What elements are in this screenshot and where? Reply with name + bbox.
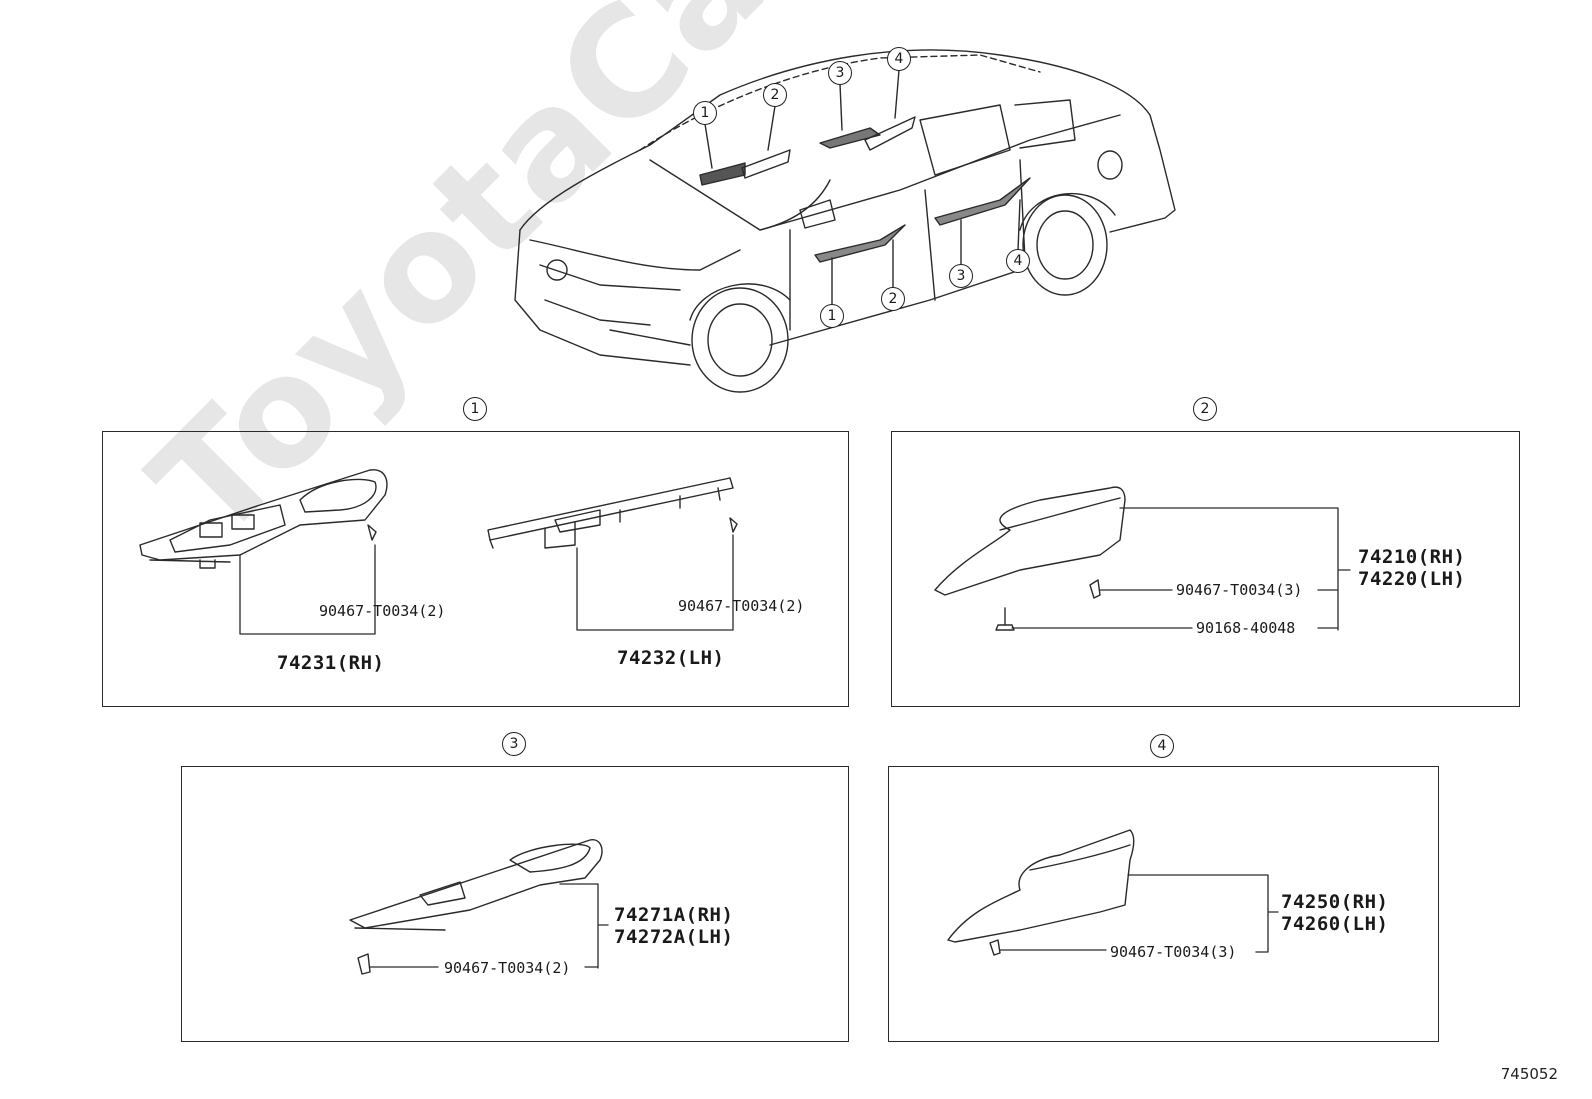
part-number: 74232(LH) — [617, 647, 725, 669]
armrest-front-lh-drawing — [487, 477, 738, 549]
clip-4-drawing — [989, 939, 1001, 956]
panel-2: 74210(RH) 74220(LH) 90467-T0034(3) 90168… — [891, 431, 1520, 707]
panel-1-label: 1 — [463, 397, 487, 421]
overview-callout-3-top: 3 — [828, 61, 852, 85]
panel-3-label: 3 — [502, 732, 526, 756]
panel-2-label: 2 — [1193, 397, 1217, 421]
part-number-rh: 74210(RH) — [1358, 546, 1466, 568]
clip-part-number: 90467-T0034(2) — [678, 597, 805, 615]
part-number-lh: 74260(LH) — [1281, 913, 1389, 935]
overview-callout-4-top: 4 — [887, 47, 911, 71]
armrest-rear-drawing — [349, 839, 603, 931]
overview-callout-2-bottom: 2 — [881, 287, 905, 311]
part-number: 74231(RH) — [277, 652, 385, 674]
part-number-rh: 74250(RH) — [1281, 891, 1389, 913]
leader-panel3 — [369, 883, 609, 969]
panel-3: 74271A(RH) 74272A(LH) 90467-T0034(2) — [181, 766, 849, 1042]
panel-1: 90467-T0034(2) 74231(RH) 90467-T0034(2) … — [102, 431, 849, 707]
leader-panel4 — [999, 874, 1279, 953]
leader-74231 — [239, 544, 376, 635]
clip-part-number: 90467-T0034(2) — [319, 602, 446, 620]
clip-2-drawing — [1089, 579, 1101, 599]
clip-part-number: 90467-T0034(3) — [1176, 581, 1303, 599]
leader-panel2 — [1011, 507, 1351, 631]
part-number-lh: 74220(LH) — [1358, 568, 1466, 590]
screw-2-drawing — [995, 607, 1015, 631]
door-trim-front-drawing — [934, 486, 1126, 596]
clip-3-drawing — [357, 953, 371, 975]
overview-callout-4-bottom: 4 — [1006, 249, 1030, 273]
clip-part-number: 90467-T0034(3) — [1110, 943, 1237, 961]
door-trim-rear-drawing — [947, 829, 1135, 943]
car-overview-illustration — [514, 49, 1176, 393]
panel-4: 74250(RH) 74260(LH) 90467-T0034(3) — [888, 766, 1439, 1042]
diagram-id: 745052 — [1500, 1065, 1558, 1083]
overview-callout-1-top: 1 — [693, 101, 717, 125]
part-number-rh: 74271A(RH) — [614, 904, 734, 926]
overview-callout-3-bottom: 3 — [949, 264, 973, 288]
leader-74232 — [576, 534, 734, 631]
part-number-lh: 74272A(LH) — [614, 926, 734, 948]
overview-callout-2-top: 2 — [763, 83, 787, 107]
overview-callout-1-bottom: 1 — [820, 304, 844, 328]
screw-part-number: 90168-40048 — [1196, 619, 1296, 637]
panel-4-label: 4 — [1150, 734, 1174, 758]
clip-part-number: 90467-T0034(2) — [444, 959, 571, 977]
